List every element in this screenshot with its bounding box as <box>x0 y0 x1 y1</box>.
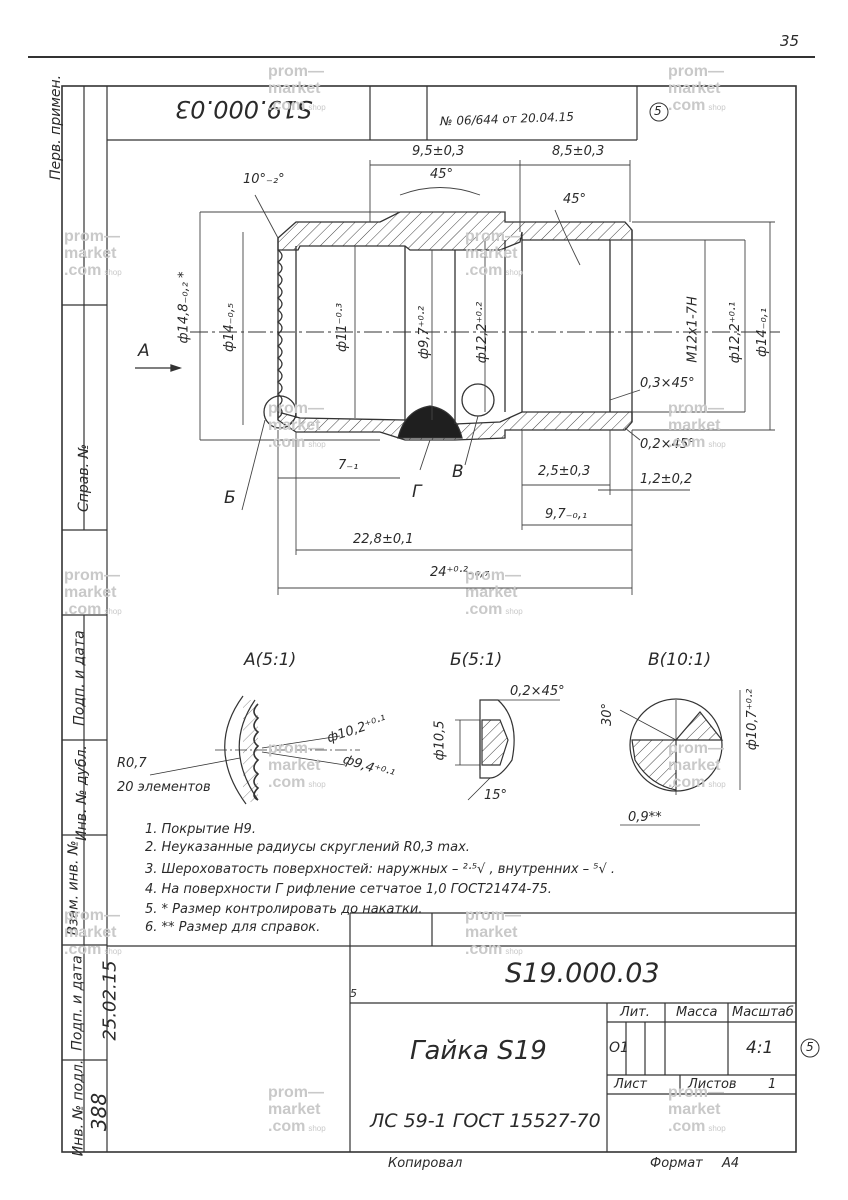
note-1: 1. Покрытие Н9. <box>145 822 256 837</box>
title-block-name: Гайка S19 <box>410 1036 547 1066</box>
detail-v <box>619 690 741 826</box>
dim-dia-14-8: ф14,8₋₀,₂ * <box>176 271 192 344</box>
title-block-list: Лист <box>614 1077 647 1092</box>
dim-dia-11: ф11⁻⁰·³ <box>335 302 351 353</box>
title-block-lit: Лит. <box>620 1005 650 1020</box>
dimension-lines <box>199 160 775 595</box>
title-circle-mark <box>800 1038 820 1058</box>
dim-22-8: 22,8±0,1 <box>353 532 414 547</box>
dim-thread: M12x1-7H <box>685 296 701 363</box>
side-label-podp-2: Подп. и дата <box>69 955 86 1051</box>
main-frame <box>61 85 797 1153</box>
title-block-material: ЛС 59-1 ГОСТ 15527-70 <box>370 1110 601 1132</box>
dim-9-5: 9,5±0,3 <box>412 144 465 159</box>
note-6: 6. ** Размер для справок. <box>145 920 321 935</box>
dim-dia-12-2-right: ф12,2⁺⁰·¹ <box>728 301 744 364</box>
header-circle-number: 5 <box>654 104 662 118</box>
detail-b-angle: 15° <box>484 788 508 803</box>
detail-a-radius: R0,7 <box>117 756 147 771</box>
detail-a-elements: 20 элементов <box>117 780 211 795</box>
dim-9-7-len: 9,7₋₀,₁ <box>545 507 588 522</box>
title-circle-number: 5 <box>806 1040 814 1054</box>
dim-2-5: 2,5±0,3 <box>538 464 591 479</box>
side-label-sprav: Справ. № <box>76 443 93 513</box>
title-block-massa: Масса <box>676 1005 718 1020</box>
dim-angle-10: 10°₋₂° <box>243 172 285 187</box>
dim-chamfer-0-3: 0,3×45° <box>640 376 695 391</box>
dim-1-2: 1,2±0,2 <box>640 472 693 487</box>
detail-v-title: В(10:1) <box>648 650 712 670</box>
detail-v-dim: 0,9** <box>628 810 662 825</box>
dim-dia-12-2-left: ф12,2⁺⁰·² <box>475 301 491 364</box>
dim-7: 7₋₁ <box>338 458 359 473</box>
title-block-scale: 4:1 <box>746 1038 774 1058</box>
title-block-lit-value: О1 <box>609 1040 629 1056</box>
note-5: 5. * Размер контролировать до накатки. <box>145 902 423 917</box>
copied-by: Копировал <box>388 1156 463 1171</box>
title-small-mark: 5 <box>350 987 357 1000</box>
title-block-code: S19.000.03 <box>505 958 660 989</box>
header-circle-mark <box>649 102 669 122</box>
dim-dia-14-left: ф14₋₀,₅ <box>222 302 238 353</box>
detail-v-angle: 30° <box>600 702 616 727</box>
dim-dia-9-7: ф9,7⁺⁰·² <box>417 305 433 360</box>
side-label-inv-dubl: Инв. № дубл. <box>73 745 90 841</box>
side-label-inv-podl: Инв. № подл. <box>70 1059 87 1157</box>
format-label: Формат <box>650 1156 703 1171</box>
title-block-listov-value: 1 <box>768 1077 777 1092</box>
dim-angle-45-b: 45° <box>563 192 587 207</box>
label-v: В <box>452 462 464 482</box>
label-g: Г <box>412 482 422 502</box>
side-label-podp-1: Подп. и дата <box>71 630 88 726</box>
detail-b-chamfer: 0,2×45° <box>510 684 565 699</box>
title-block-masshtab: Масштаб <box>732 1005 794 1020</box>
inv-podl-value: 388 <box>87 1092 112 1132</box>
date-value: 25.02.15 <box>99 960 121 1041</box>
detail-b-title: Б(5:1) <box>450 650 503 670</box>
note-3: 3. Шероховатость поверхностей: наружных … <box>145 862 616 877</box>
dim-8-5: 8,5±0,3 <box>552 144 605 159</box>
detail-b <box>455 699 560 801</box>
label-b: Б <box>224 488 236 508</box>
title-block-listov: Листов <box>688 1077 737 1092</box>
dim-chamfer-0-2: 0,2×45° <box>640 437 695 452</box>
dim-24: 24⁺⁰·²₋₀,₇ <box>430 565 490 580</box>
side-label-perv-primen: Перв. примен. <box>48 74 64 180</box>
detail-b-dia: ф10,5 <box>432 720 448 761</box>
dim-angle-45-a: 45° <box>430 167 454 182</box>
dim-dia-14-right: ф14₋₀,₁ <box>755 307 771 358</box>
note-4: 4. На поверхности Г рифление сетчатое 1,… <box>145 882 552 897</box>
format-value: А4 <box>722 1156 740 1171</box>
detail-v-dia: ф10,7⁺⁰·² <box>745 688 761 751</box>
detail-a <box>149 695 360 805</box>
sheet-number: 35 <box>780 32 800 50</box>
note-2: 2. Неуказанные радиусы скруглений R0,3 m… <box>145 840 470 855</box>
detail-a-title: А(5:1) <box>244 650 297 670</box>
view-label-a: А <box>138 341 150 361</box>
